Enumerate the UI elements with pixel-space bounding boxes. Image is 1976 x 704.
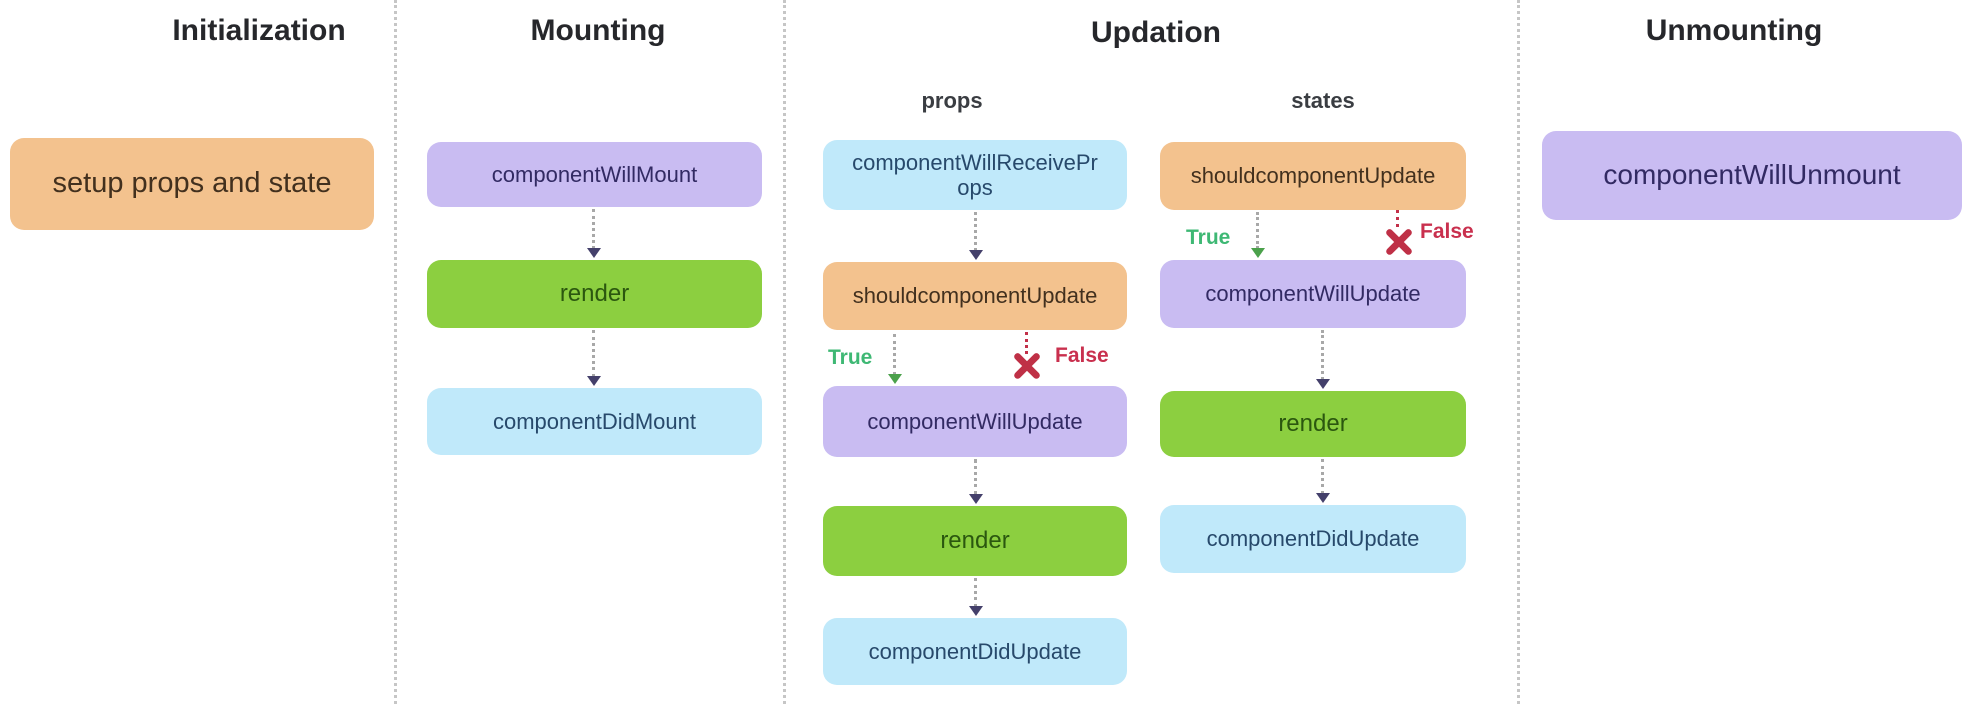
arrowhead-icon — [968, 606, 983, 616]
column-title-mounting: Mounting — [530, 14, 666, 47]
box-component-did-update-props: componentDidUpdate — [823, 618, 1127, 685]
box-component-will-receive-props: componentWillReceiveProps — [823, 140, 1127, 210]
arrowhead-icon — [887, 374, 902, 384]
box-setup-props-and-state: setup props and state — [10, 138, 374, 230]
subcolumn-title-props: props — [921, 88, 983, 113]
arrowhead-icon — [586, 376, 601, 386]
column-separator — [783, 0, 786, 704]
arrow-line — [592, 330, 595, 377]
box-component-did-update-states: componentDidUpdate — [1160, 505, 1466, 573]
arrowhead-icon — [968, 494, 983, 504]
arrow-line — [1396, 210, 1399, 227]
arrowhead-icon — [968, 250, 983, 260]
arrow-line — [974, 578, 977, 607]
box-should-component-update-props: shouldcomponentUpdate — [823, 262, 1127, 330]
true-branch-arrow — [887, 334, 902, 384]
false-branch-arrow — [1396, 210, 1399, 227]
arrow-line — [1321, 330, 1324, 380]
arrow-line — [893, 334, 896, 375]
arrow-line — [974, 459, 977, 495]
arrow-line — [1256, 212, 1259, 249]
box-render-states: render — [1160, 391, 1466, 457]
false-branch-arrow — [1025, 332, 1028, 354]
box-component-will-mount: componentWillMount — [427, 142, 762, 207]
box-component-will-update-states: componentWillUpdate — [1160, 260, 1466, 328]
flow-arrow — [968, 459, 983, 504]
flow-arrow — [1315, 459, 1330, 503]
arrow-line — [1025, 332, 1028, 354]
column-title-updation: Updation — [1091, 16, 1221, 49]
column-separator — [1517, 0, 1520, 704]
box-render-mounting: render — [427, 260, 762, 328]
column-title-unmounting: Unmounting — [1645, 14, 1823, 47]
box-component-did-mount: componentDidMount — [427, 388, 762, 455]
flow-arrow — [586, 330, 601, 386]
arrowhead-icon — [1315, 379, 1330, 389]
box-component-will-unmount: componentWillUnmount — [1542, 131, 1962, 220]
flow-arrow — [1315, 330, 1330, 389]
column-separator — [394, 0, 397, 704]
box-component-will-update-props: componentWillUpdate — [823, 386, 1127, 457]
false-cross-icon — [1012, 351, 1042, 381]
arrowhead-icon — [586, 248, 601, 258]
box-should-component-update-states: shouldcomponentUpdate — [1160, 142, 1466, 210]
true-label-props: True — [828, 346, 873, 369]
arrow-line — [974, 212, 977, 251]
false-cross-icon — [1384, 227, 1414, 257]
column-title-initialization: Initialization — [172, 14, 346, 47]
true-label-states: True — [1186, 226, 1231, 249]
false-label-props: False — [1055, 344, 1109, 367]
true-branch-arrow — [1250, 212, 1265, 258]
arrow-line — [1321, 459, 1324, 494]
false-label-states: False — [1420, 220, 1474, 243]
box-render-props: render — [823, 506, 1127, 576]
flow-arrow — [968, 212, 983, 260]
arrowhead-icon — [1315, 493, 1330, 503]
subcolumn-title-states: states — [1291, 88, 1355, 113]
flow-arrow — [968, 578, 983, 616]
arrowhead-icon — [1250, 248, 1265, 258]
arrow-line — [592, 209, 595, 249]
flow-arrow — [586, 209, 601, 258]
